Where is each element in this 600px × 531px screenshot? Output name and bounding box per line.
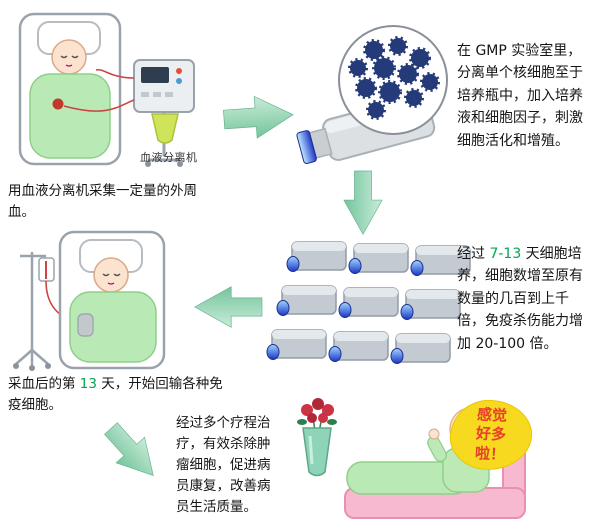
green-blanket (29, 73, 111, 159)
arrow-left-icon (194, 286, 263, 328)
text-treatment-outcome: 经过多个疗程治疗，有效杀除肿瘤细胞，促进病员康复，改善病员生活质量。 (176, 415, 271, 515)
reinfusion-scene-illustration (13, 230, 166, 371)
machine-label: 血液分离机 (140, 151, 198, 164)
blood-tube (95, 68, 135, 79)
machine-screen (141, 67, 169, 83)
apheresis-scene-illustration (18, 12, 195, 167)
green-blanket (69, 291, 157, 363)
recovery-scene-illustration (297, 398, 526, 519)
flask-row-back (286, 241, 471, 277)
caption-collect-blood: 用血液分离机采集一定量的外周血。 (8, 183, 197, 220)
cells-magnifier-circle (338, 25, 448, 135)
text-culture-growth: 经过 7-13 天细胞培养，细胞数增至原有数量的几百到上千倍，免疫杀伤能力增加 … (457, 243, 595, 355)
reinfuse-text-part1: 采血后的第 (8, 376, 80, 392)
culture-text-part1: 经过 (457, 246, 490, 262)
patient-head (93, 257, 129, 293)
speech-bubble-text: 感觉好多啦！ (474, 405, 508, 464)
flask-row-front (266, 329, 451, 365)
reinfuse-text-part2: 天，开始回输各种免疫细胞。 (8, 376, 223, 413)
flask-stack-illustration (266, 241, 471, 365)
flask-row-middle (276, 285, 461, 321)
flask-cap (296, 130, 317, 165)
iv-stand (13, 252, 55, 371)
arrow-down-icon (343, 170, 383, 236)
arrow-down-right-icon (104, 422, 154, 477)
culture-text-part2: 天细胞培养，细胞数增至原有数量的几百到上千倍，免疫杀伤能力增加 20-100 倍… (457, 246, 583, 352)
culture-days-highlight: 7-13 (489, 246, 522, 262)
patient-head (51, 39, 87, 75)
blood-separator-machine (63, 59, 195, 167)
text-gmp-lab: 在 GMP 实验室里，分离单个核细胞至于培养瓶中，加入培养液和细胞因子，刺激细胞… (457, 43, 583, 149)
flower-vase (297, 398, 337, 477)
reinfuse-day-highlight: 13 (79, 376, 97, 392)
flask-and-cells-illustration (296, 25, 448, 165)
arrow-right-icon (223, 95, 294, 139)
infusion-pump-handle (77, 313, 94, 337)
blood-access-point (52, 98, 64, 110)
caption-reinfusion: 采血后的第 13 天，开始回输各种免疫细胞。 (8, 374, 224, 416)
mononuclear-cells (348, 36, 440, 120)
collection-bag (151, 113, 179, 144)
